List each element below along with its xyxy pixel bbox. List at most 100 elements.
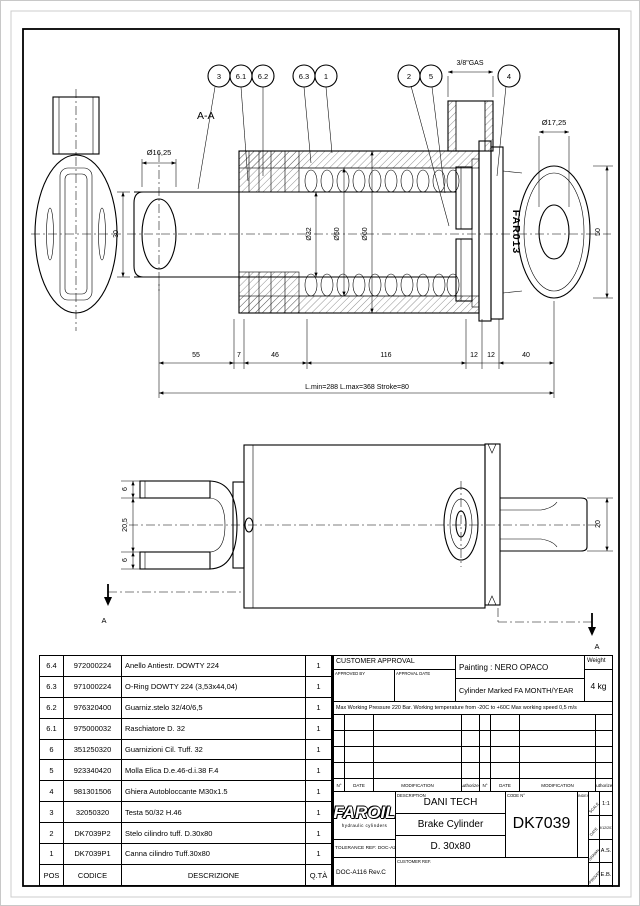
bom-code: 923340420 [64, 760, 122, 782]
bom-qty: 1 [306, 823, 332, 845]
painting-note: Painting : NERO OPACO [456, 656, 585, 679]
approval-date-label: APPROVAL DATE [396, 671, 431, 676]
weight-value: 4 kg [585, 670, 613, 702]
dim-head-hole: Ø17,25 [538, 118, 570, 207]
dim-overall: L.min=288 L.max=368 Stroke=80 [305, 384, 409, 391]
customer-ref-label: CUSTOMER REF. [397, 859, 432, 864]
dim-7: 7 [237, 352, 241, 359]
balloon-2: 2 [407, 72, 411, 81]
clevis-fork [139, 480, 245, 570]
revision-table [334, 715, 613, 779]
bom-header-desc: DESCRIZIONE [122, 864, 306, 886]
dim-head-width: 50 [593, 165, 613, 299]
bom-desc: Guarnizioni Cil. Tuff. 32 [122, 739, 306, 761]
index-cell: INDEX [578, 792, 589, 858]
dim-116: 116 [380, 352, 391, 359]
signoff-drawn-key: DRAWN [589, 840, 600, 863]
bom-desc: Guarniz.stelo 32/40/6,5 [122, 697, 306, 719]
bom-pos: 5 [40, 760, 64, 782]
description-line-3: D. 30x80 [396, 836, 506, 858]
bom-code: 975000032 [64, 718, 122, 740]
balloon-6-2: 6.2 [258, 72, 268, 81]
marking-note: Cylinder Marked FA MONTH/YEAR [456, 679, 585, 702]
dim-55: 55 [192, 352, 200, 359]
balloon-4: 4 [507, 72, 511, 81]
dim-12b: 12 [487, 352, 495, 359]
dim-fork-top: 6 [122, 487, 129, 491]
rev-n-label: N° [334, 779, 345, 792]
bom-desc: Molla Elica D.e.46-d.i.38 F.4 [122, 760, 306, 782]
approved-by-cell: APPROVED BY [334, 670, 395, 702]
description-label: DESCRIPTION [397, 793, 426, 798]
bom-header-pos: POS [40, 864, 64, 886]
bom-desc: Canna cilindro Tuff.30x80 [122, 844, 306, 865]
dim-bores: Ø32 Ø50 Ø60 [306, 151, 374, 313]
dim-tube-inner-label: Ø50 [334, 227, 341, 240]
description-line-1: DESCRIPTION DANI TECH [396, 792, 506, 814]
signoff-scale-key: SCALE [589, 792, 600, 816]
piston [455, 158, 480, 308]
bom-pos: 6.1 [40, 718, 64, 740]
balloon-3: 3 [217, 72, 221, 81]
dim-chain: 55 7 46 116 12 12 40 L.min=288 L.max=368… [158, 281, 555, 398]
section-line: A A [101, 569, 600, 651]
bom-desc: Testa 50/32 H.46 [122, 802, 306, 824]
dim-fork-bottom: 6 [122, 558, 129, 562]
approved-by-label: APPROVED BY [335, 671, 366, 676]
bom-code: 32050320 [64, 802, 122, 824]
signoff-date-value: 09/12/2011 [600, 816, 613, 840]
bom-pos: 6.2 [40, 697, 64, 719]
dim-rod-end: 20 [587, 497, 613, 552]
flange [484, 443, 501, 606]
rev-modification-label: MODIFICATION [374, 779, 462, 792]
dim-fork: 6 20,5 6 [121, 480, 141, 570]
dim-head-width-label: 50 [595, 228, 602, 236]
dim-40: 40 [522, 352, 530, 359]
bom-qty: 1 [306, 739, 332, 761]
port-boss: 3/8"GAS [447, 60, 494, 152]
bom-header-qty: Q.TÀ [306, 864, 332, 886]
rev-modification-label: MODIFICATION [520, 779, 596, 792]
working-conditions-note: Max Working Pressure 220 Bar. Working te… [334, 702, 613, 715]
section-marker-right: A [594, 642, 599, 651]
bom-desc: Ghiera Autobloccante M30x1.5 [122, 781, 306, 803]
bom-qty: 1 [306, 781, 332, 803]
bom-pos: 6.3 [40, 676, 64, 698]
bom-code: DK7039P2 [64, 823, 122, 845]
cylinder-body [127, 150, 611, 314]
bom-code: DK7039P1 [64, 844, 122, 865]
bom-qty: 1 [306, 802, 332, 824]
dim-rod-end-label: 20 [595, 520, 602, 528]
bom-desc: Raschiatore D. 32 [122, 718, 306, 740]
dim-rod-hole: Ø16,25 [141, 148, 177, 187]
bom-code: 981301506 [64, 781, 122, 803]
rev-date-label: DATE [491, 779, 520, 792]
customer-approval-title: CUSTOMER APPROVAL [334, 656, 456, 670]
bom-qty: 1 [306, 697, 332, 719]
dim-tube-outer-label: Ø60 [362, 227, 369, 240]
revision-header: N° DATE MODIFICATION Authorized N° DATE … [334, 779, 613, 792]
bom-header-code: CODICE [64, 864, 122, 886]
code-cell: CODE N° DK7039 [506, 792, 578, 858]
approval-date-cell: APPROVAL DATE [395, 670, 456, 702]
doc-ref: DOC-A116 Rev.C [334, 858, 396, 887]
signoff-approved-key: APPROVED [589, 863, 600, 887]
port-label: 3/8"GAS [457, 60, 484, 67]
dim-head-hole-label: Ø17,25 [542, 118, 567, 127]
code-label: CODE N° [507, 793, 525, 798]
title-block: CUSTOMER APPROVAL APPROVED BY APPROVAL D… [333, 655, 613, 887]
weight-label: Weight [585, 656, 613, 670]
bom-desc: Stelo cilindro tuff. D.30x80 [122, 823, 306, 845]
bom-qty: 1 [306, 676, 332, 698]
dim-rod-width-label: 30 [113, 230, 120, 238]
code-value: DK7039 [512, 815, 571, 832]
head-end: FAR013 [478, 140, 591, 322]
bom-code: 971000224 [64, 676, 122, 698]
customer-ref-cell: CUSTOMER REF. [396, 858, 589, 887]
external-view: 6 20,5 6 [101, 443, 613, 651]
dim-rod-hole-label: Ø16,25 [147, 148, 172, 157]
rev-authorized-label: Authorized [462, 779, 480, 792]
bom-code: 976320400 [64, 697, 122, 719]
